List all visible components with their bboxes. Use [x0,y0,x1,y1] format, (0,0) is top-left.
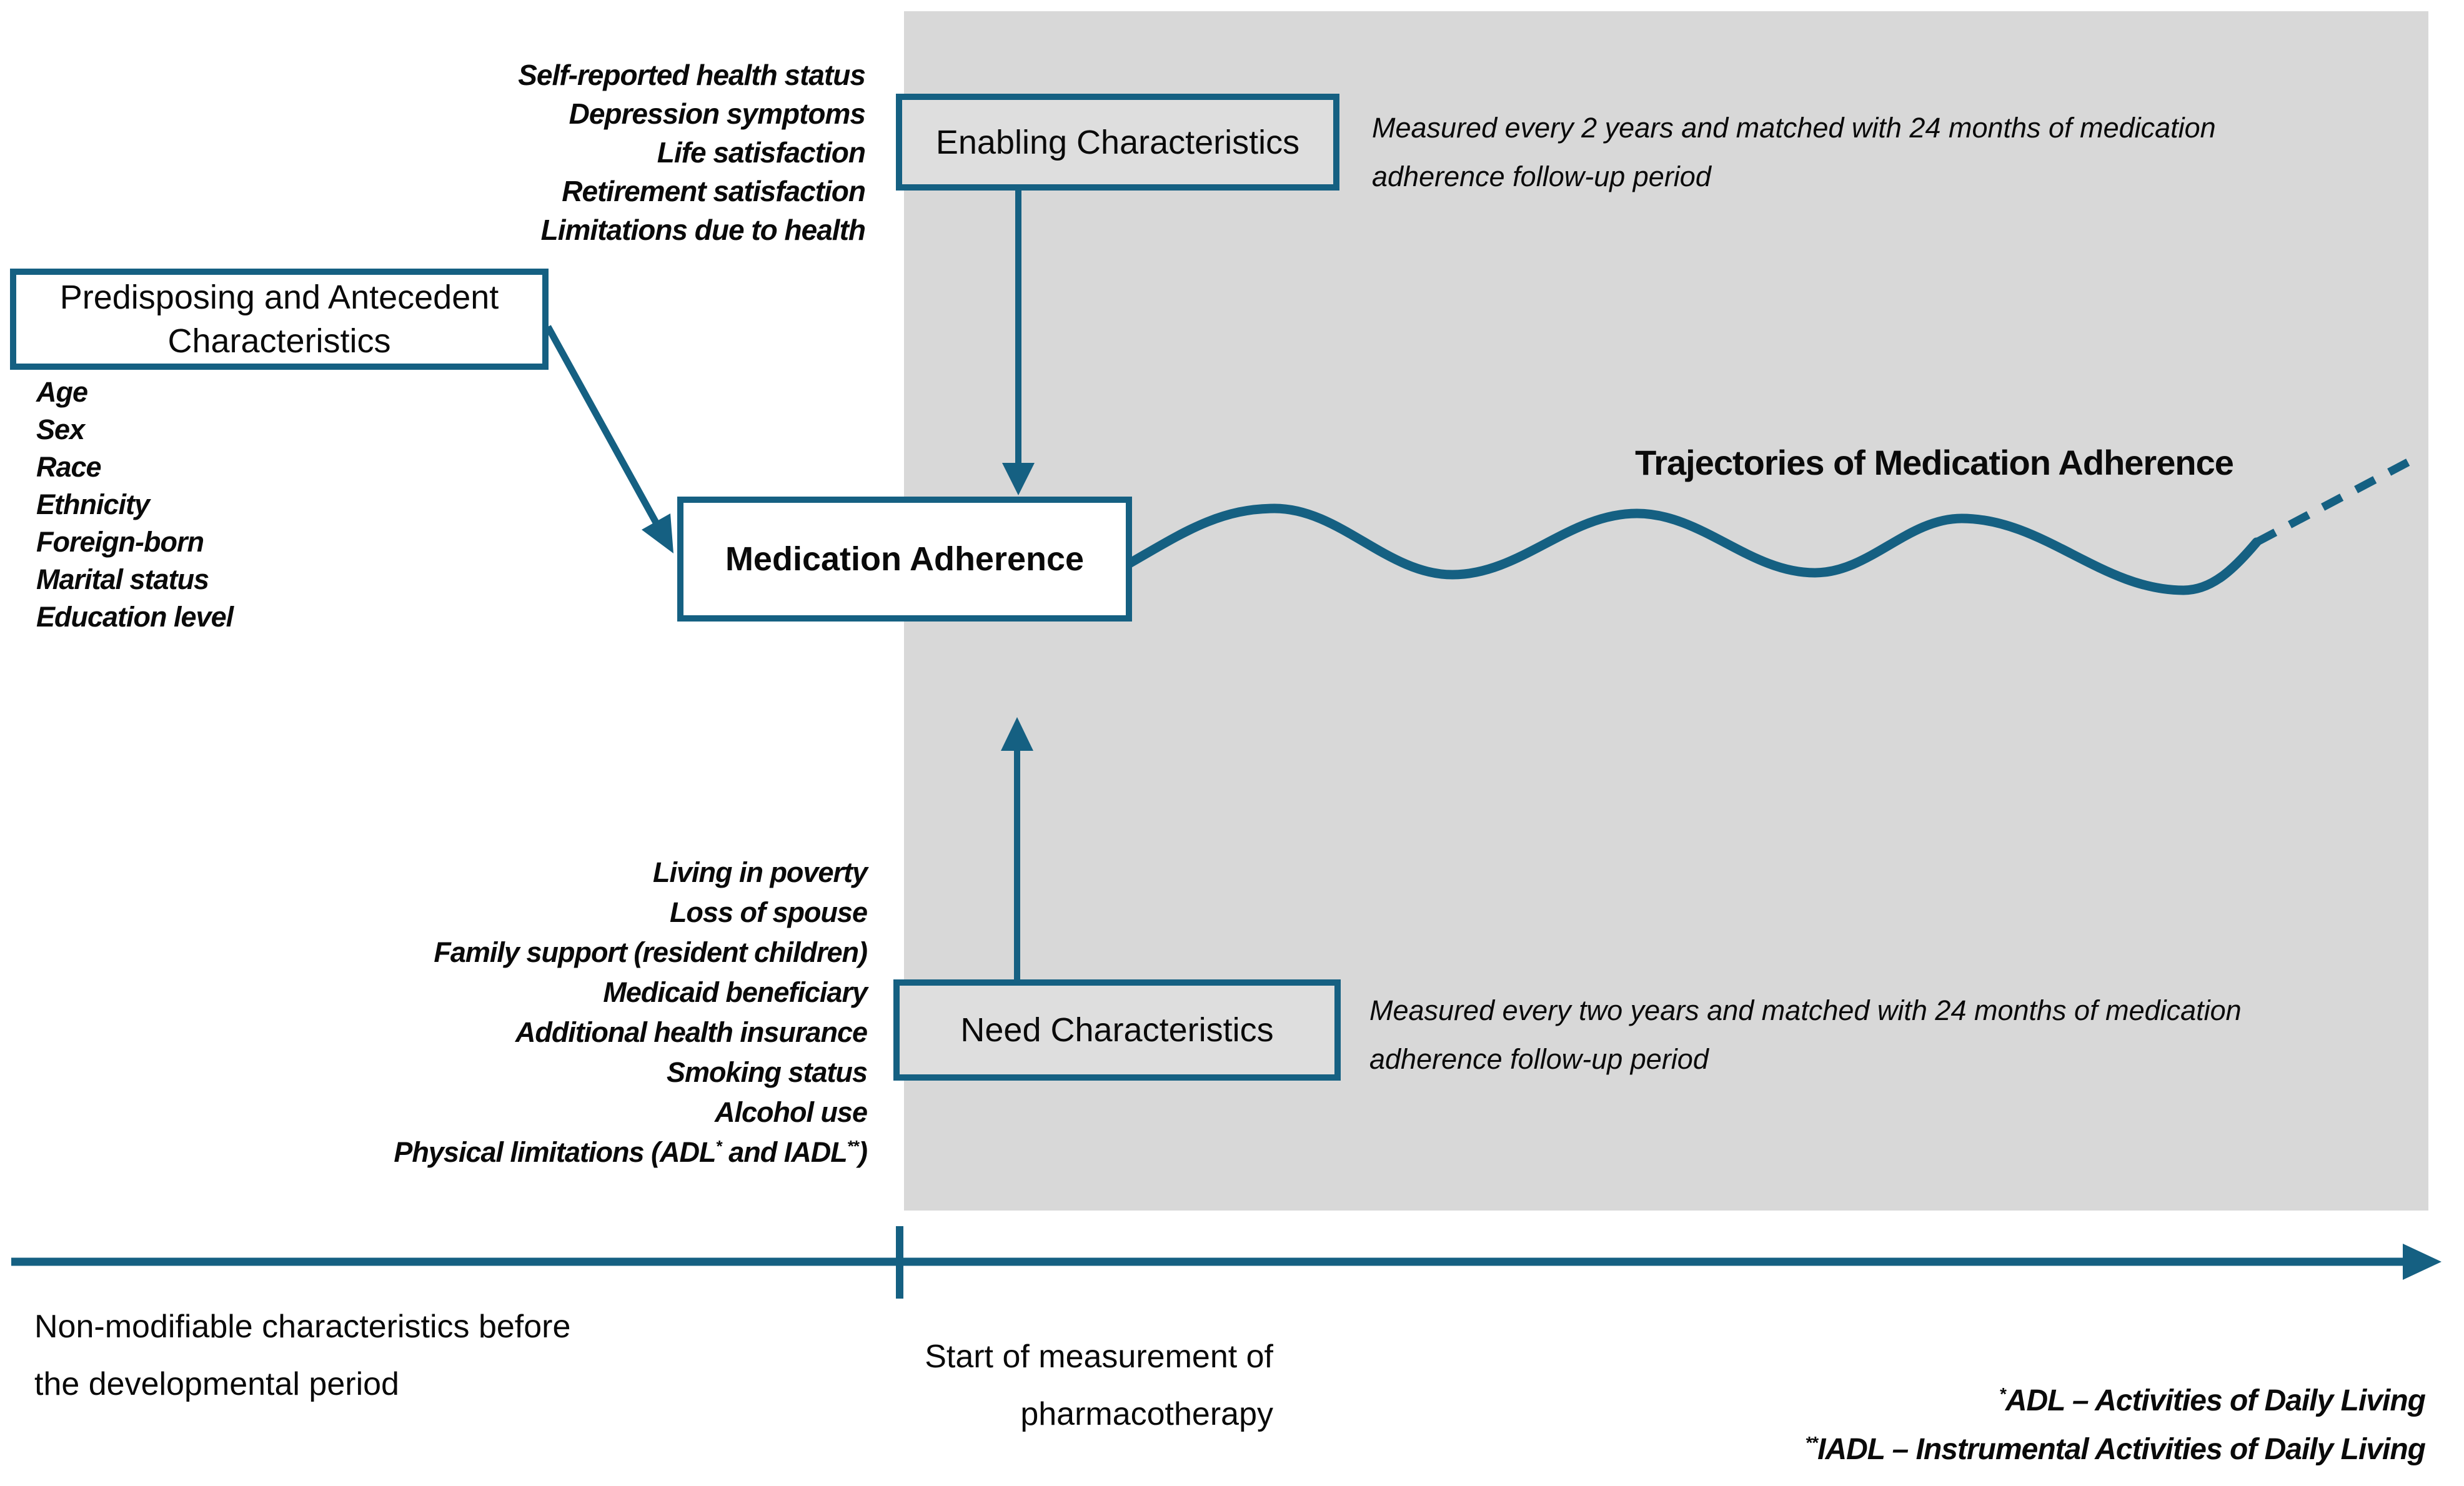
physical-limitations-text: ) [858,1136,868,1168]
list-item: Family support (resident children) [434,936,868,968]
predisposing-to-medication-arrow [545,325,673,553]
list-item: Retirement satisfaction [562,175,866,207]
footnotes: *ADL – Activities of Daily Living **IADL… [1612,1377,2426,1474]
note-line: adherence follow-up period [1372,161,1711,192]
iadl-footnote-asterisk: ** [1805,1433,1818,1452]
trajectory-wave-line [1123,503,2262,595]
enabling-factors-list: Self-reported health status Depression s… [178,56,866,249]
timeline-left-label-line1: Non-modifiable characteristics before [34,1309,571,1345]
trajectory-wave-dashed-tail [2254,457,2413,546]
adl-footnote-text: ADL – Activities of Daily Living [2005,1384,2426,1417]
predisposing-box-label-line1: Predisposing and Antecedent [59,279,499,316]
physical-limitations-text: Physical limitations (ADL [394,1136,716,1168]
timeline-axis [11,1226,2442,1299]
medication-box-label: Medication Adherence [725,540,1085,578]
predisposing-characteristics-box: Predisposing and Antecedent Characterist… [10,269,549,370]
enabling-to-medication-arrow [1002,187,1035,495]
need-factors-list: Living in poverty Loss of spouse Family … [180,853,868,1172]
timeline-tick-label: Start of measurement of pharmacotherapy [773,1328,1273,1443]
note-line: adherence follow-up period [1369,1043,1709,1075]
adl-footnote-asterisk: * [1999,1384,2006,1404]
list-item: Ethnicity [36,488,150,520]
list-item: Medicaid beneficiary [603,976,868,1008]
predisposing-factors-list: Age Sex Race Ethnicity Foreign-born Mari… [36,374,234,636]
medication-adherence-box: Medication Adherence [677,497,1132,622]
enabling-characteristics-box: Enabling Characteristics [896,94,1339,191]
physical-limitations-text: and IADL [721,1136,848,1168]
need-characteristics-box: Need Characteristics [893,979,1341,1081]
need-measurement-note: Measured every two years and matched wit… [1369,986,2242,1084]
need-to-medication-arrow [1001,717,1033,979]
predisposing-box-label-line2: Characteristics [167,322,391,360]
timeline-tick-label-line1: Start of measurement of [925,1339,1273,1375]
timeline-left-label: Non-modifiable characteristics before th… [34,1298,570,1413]
list-item: Foreign-born [36,526,204,558]
list-item: Living in poverty [652,856,868,888]
list-item: Alcohol use [714,1096,868,1128]
timeline-tick-label-line2: pharmacotherapy [1020,1396,1273,1432]
trajectories-label: Trajectories of Medication Adherence [1635,443,2234,482]
list-item: Limitations due to health [540,214,866,246]
list-item: Self-reported health status [518,59,866,91]
list-item: Loss of spouse [669,896,868,928]
need-box-label: Need Characteristics [960,1011,1274,1049]
list-item: Additional health insurance [515,1016,868,1048]
note-line: Measured every 2 years and matched with … [1372,112,2216,144]
timeline-left-label-line2: the developmental period [34,1366,399,1402]
note-line: Measured every two years and matched wit… [1369,994,2242,1026]
list-item-physical-limitations: Physical limitations (ADL* and IADL**) [180,1132,868,1172]
list-item: Depression symptoms [569,97,866,130]
iadl-asterisk: ** [847,1137,859,1156]
list-item: Life satisfaction [657,136,866,169]
list-item: Age [36,376,88,408]
enabling-measurement-note: Measured every 2 years and matched with … [1372,104,2216,201]
list-item: Race [36,451,102,483]
footnote-adl: *ADL – Activities of Daily Living [1612,1377,2426,1425]
list-item: Education level [36,601,234,633]
list-item: Marital status [36,563,209,595]
list-item: Smoking status [666,1056,868,1088]
iadl-footnote-text: IADL – Instrumental Activities of Daily … [1817,1433,2426,1466]
footnote-iadl: **IADL – Instrumental Activities of Dail… [1612,1425,2426,1474]
adl-asterisk: * [715,1137,722,1156]
list-item: Sex [36,414,85,445]
enabling-box-label: Enabling Characteristics [935,123,1300,161]
